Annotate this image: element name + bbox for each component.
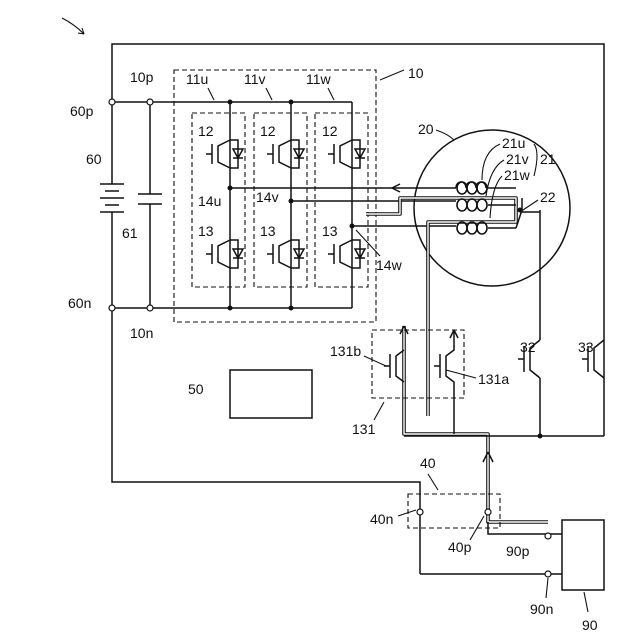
label-90n: 90n: [530, 601, 553, 617]
coil-set: [456, 182, 516, 234]
switch-131b: [384, 350, 404, 382]
label-60n: 60n: [68, 295, 91, 311]
label-13-v: 13: [260, 223, 276, 239]
label-11v: 11v: [244, 71, 266, 87]
label-32: 32: [520, 339, 536, 355]
label-10: 10: [408, 65, 424, 81]
label-11w: 11w: [306, 71, 332, 87]
capacitor: [138, 102, 162, 308]
label-10n: 10n: [130, 325, 153, 341]
switch-box-131: [372, 330, 464, 398]
label-40: 40: [420, 455, 436, 471]
switch-131a: [434, 330, 458, 434]
label-12-v: 12: [260, 123, 276, 139]
label-14v: 14v: [256, 189, 279, 205]
label-12-u: 12: [198, 123, 214, 139]
label-10p: 10p: [130, 69, 154, 85]
label-90: 90: [582, 617, 598, 633]
label-11u: 11u: [186, 71, 208, 87]
label-21v: 21v: [506, 151, 529, 167]
label-40n: 40n: [370, 511, 393, 527]
label-61: 61: [122, 225, 138, 241]
label-14u: 14u: [198, 193, 221, 209]
label-90p: 90p: [506, 543, 530, 559]
label-33: 33: [578, 339, 594, 355]
control-unit: [230, 370, 312, 418]
label-14w: 14w: [376, 257, 403, 273]
label-13-w: 13: [322, 223, 338, 239]
label-20: 20: [418, 121, 434, 137]
label-21w: 21w: [504, 167, 531, 183]
label-131a: 131a: [478, 371, 509, 387]
external-source-90: [562, 520, 604, 590]
label-12-w: 12: [322, 123, 338, 139]
label-60p: 60p: [70, 103, 94, 119]
label-60: 60: [86, 151, 102, 167]
figure-arrow: [62, 18, 84, 34]
label-21u: 21u: [502, 135, 525, 151]
label-131b: 131b: [330, 343, 361, 359]
label-22: 22: [540, 189, 556, 205]
label-21: 21: [540, 151, 556, 167]
label-50: 50: [188, 381, 204, 397]
label-40p: 40p: [448, 539, 472, 555]
label-13-u: 13: [198, 223, 214, 239]
label-131: 131: [352, 421, 376, 437]
